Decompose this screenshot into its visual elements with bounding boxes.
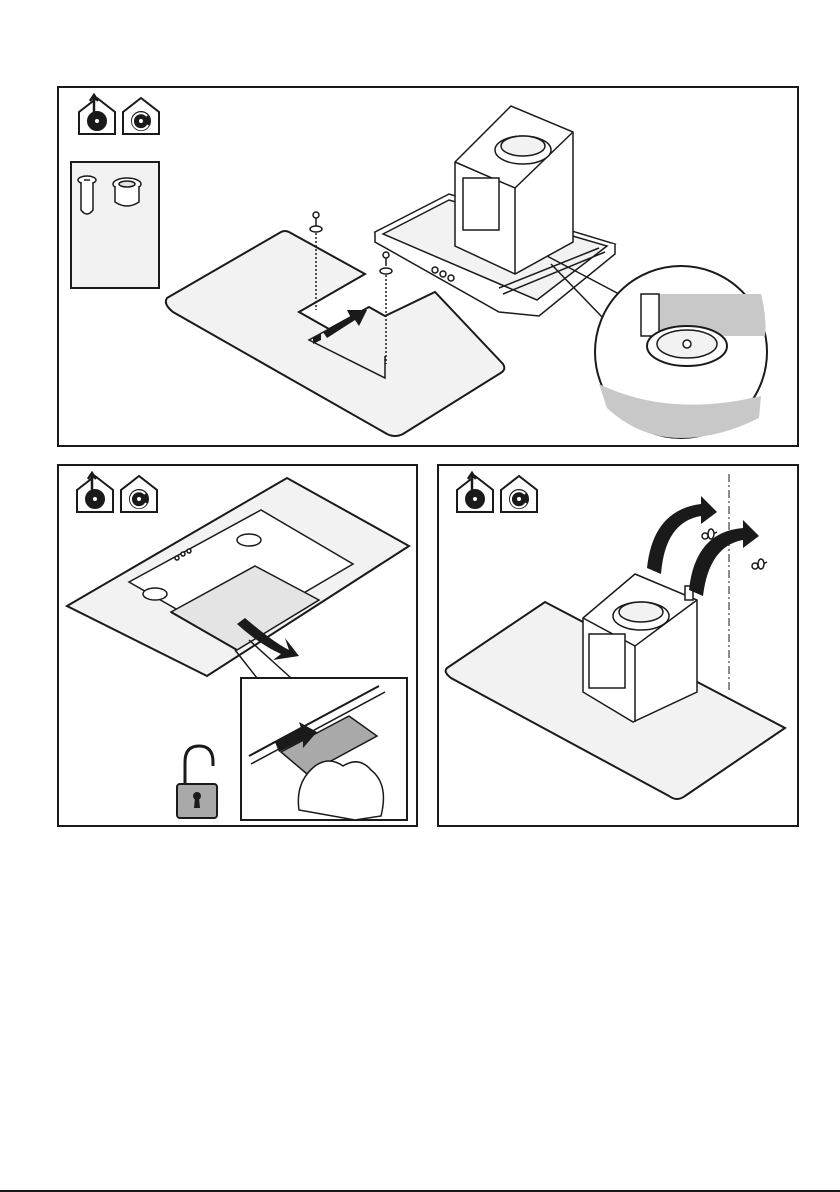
recirculation-house-icon: [501, 476, 537, 512]
panel-step-1: [57, 86, 799, 447]
panel-step-3: [437, 464, 799, 827]
filter-release-latch-detail-icon: [235, 640, 407, 820]
hood-chassis: [375, 106, 615, 316]
motor-housing: [583, 574, 697, 722]
parts-box: [71, 162, 159, 288]
plastic-bushing-icon: [113, 178, 141, 206]
recirculation-house-icon: [121, 476, 157, 512]
hood-underside: [67, 478, 409, 676]
panel-step-3-illustration: [439, 466, 799, 827]
recirculation-house-icon: [123, 98, 159, 134]
screw-icon: [78, 176, 96, 214]
unlock-padlock-icon: [177, 746, 217, 818]
ducted-extraction-house-icon: [77, 473, 113, 512]
ducted-extraction-house-icon: [79, 95, 115, 134]
rotate-arrow-icon: [647, 496, 759, 596]
panel-step-2-illustration: [59, 466, 418, 827]
panel-step-1-illustration: [59, 88, 799, 447]
panel-step-2: [57, 464, 418, 827]
ducted-extraction-house-icon: [457, 473, 493, 512]
